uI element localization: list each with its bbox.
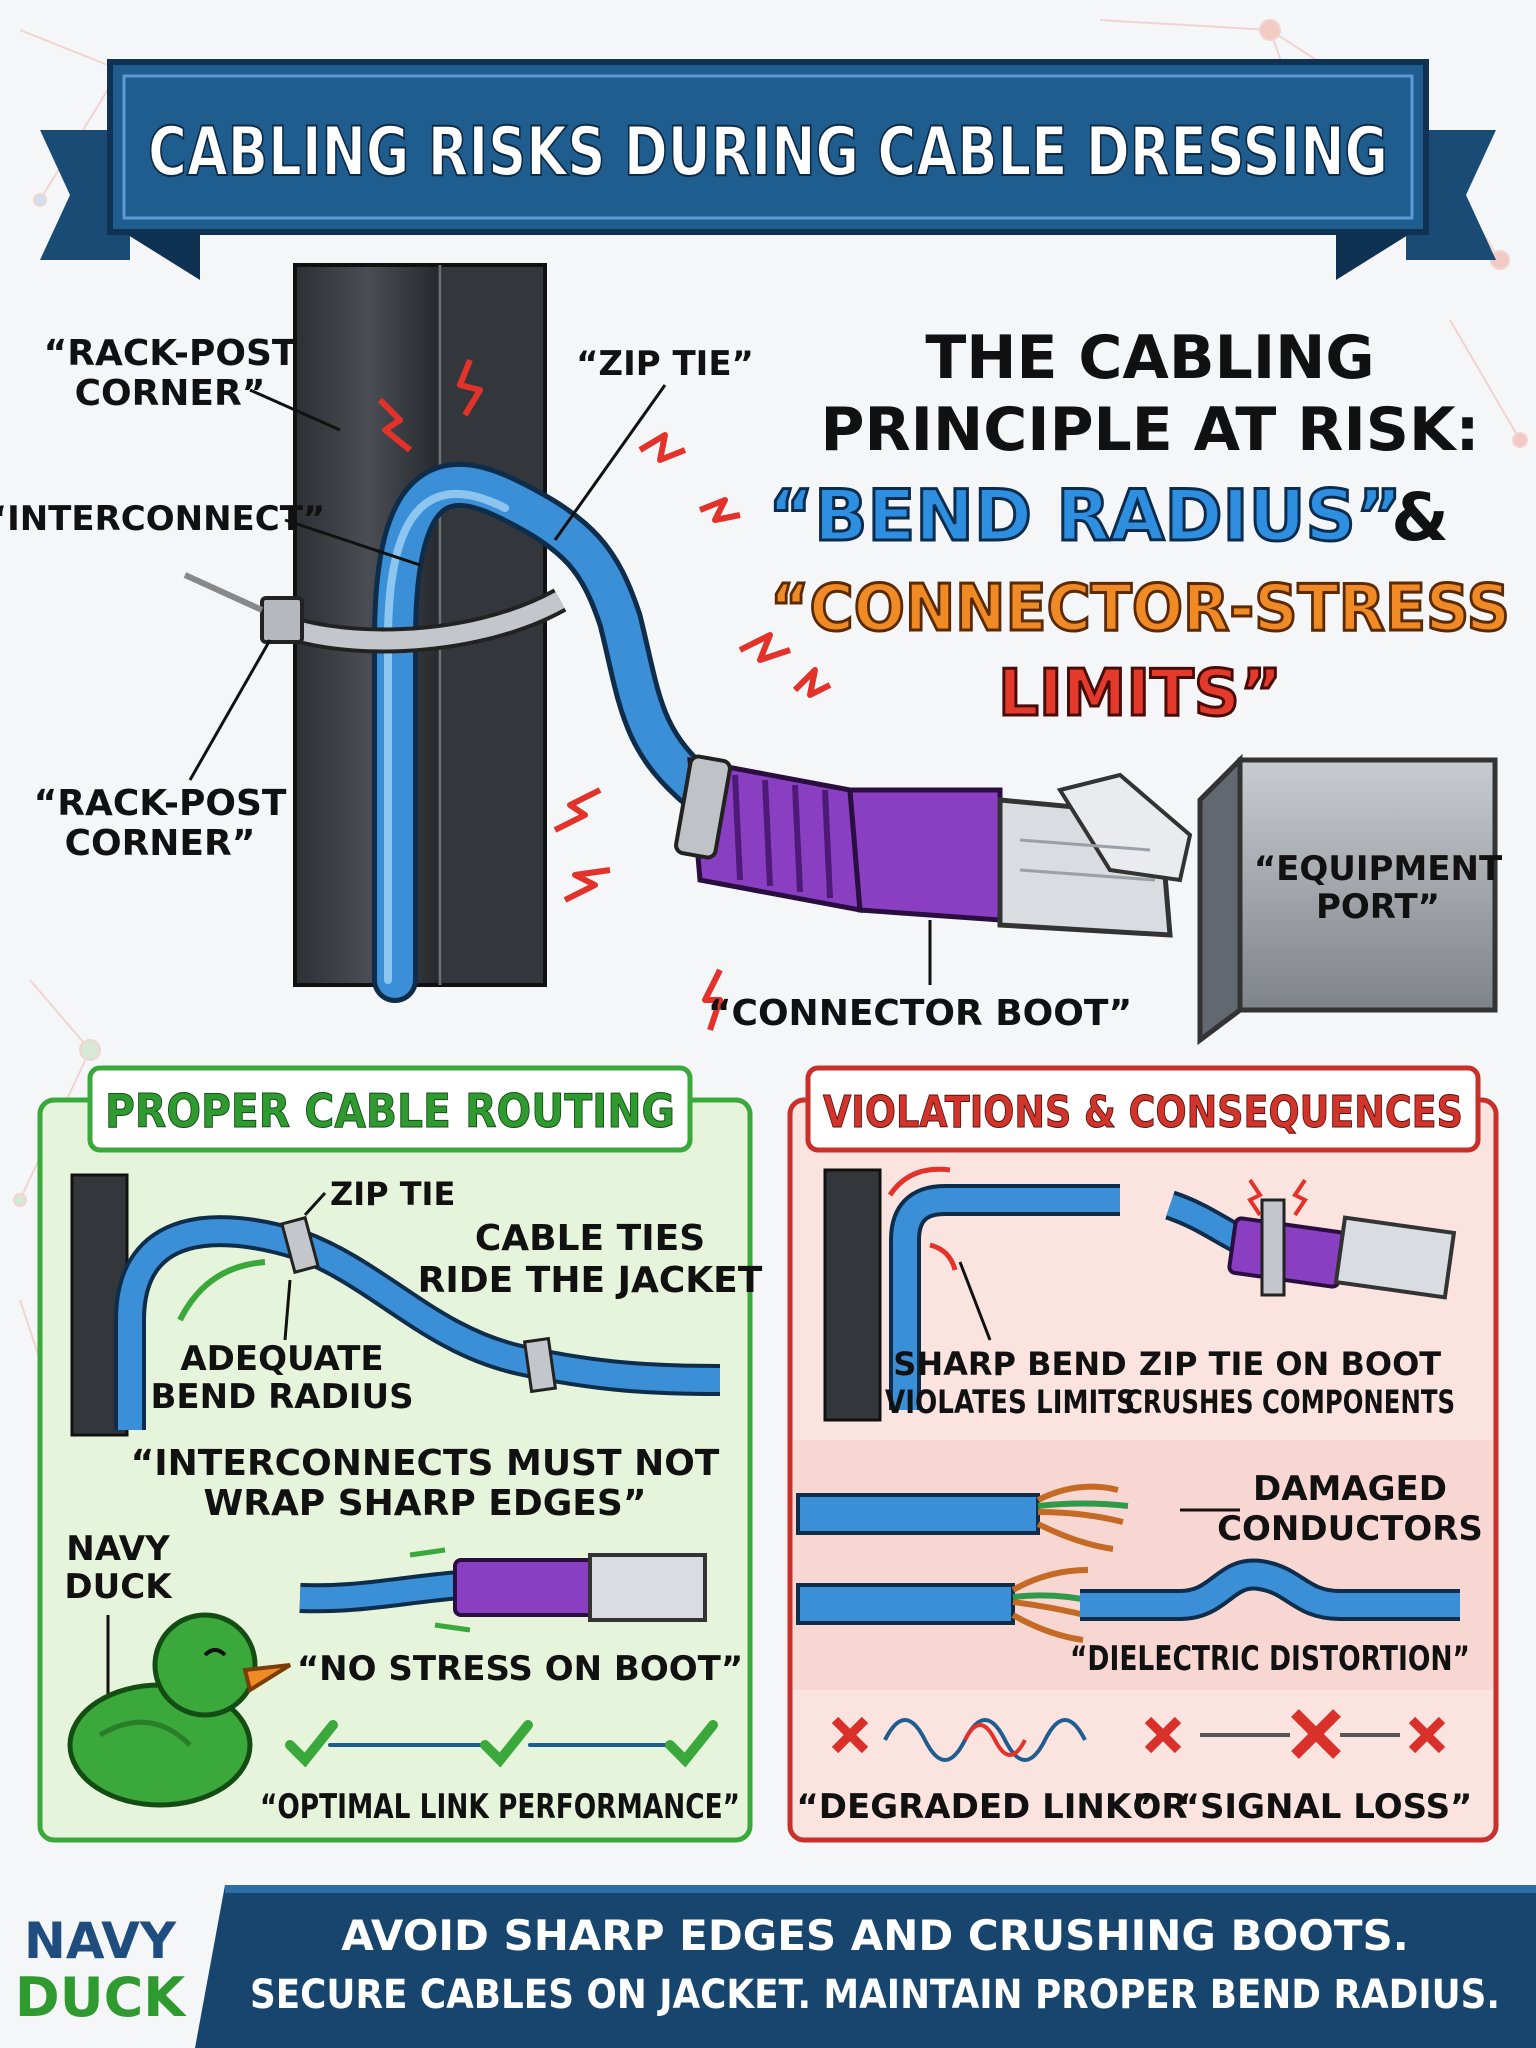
rack-post-corner-label-bottom-line1: “RACK-POST xyxy=(34,783,287,824)
signal-loss-indicators xyxy=(831,1709,1446,1762)
equipment-port-label-line2: PORT” xyxy=(1316,887,1440,927)
principle-bend-radius: “BEND RADIUS” xyxy=(768,475,1402,557)
cable-ties-label-line1: CABLE TIES xyxy=(475,1218,705,1259)
optimal-performance-label: “OPTIMAL LINK PERFORMANCE” xyxy=(260,1787,740,1827)
principle-connector-stress: “CONNECTOR-STRESS xyxy=(770,572,1510,646)
rack-post-corner-label-bottom-line2: CORNER” xyxy=(65,823,256,864)
equipment-port xyxy=(1197,753,1498,1045)
principle-line-1: THE CABLING xyxy=(925,323,1374,393)
cable-ties-label-line2: RIDE THE JACKET xyxy=(418,1260,763,1301)
zip-tie-on-boot-label-line1: ZIP TIE ON BOOT xyxy=(1139,1345,1441,1383)
zip-tie-on-boot-label-line2: CRUSHES COMPONENTS xyxy=(1125,1383,1455,1421)
interconnects-rule-line2: WRAP SHARP EDGES” xyxy=(204,1483,647,1524)
no-stress-connector-illustration xyxy=(299,1547,707,1633)
footer-message-line2: SECURE CABLES ON JACKET. MAINTAIN PROPER… xyxy=(250,1972,1500,2018)
principle-ampersand: & xyxy=(1391,479,1449,556)
equipment-port-label-line1: “EQUIPMENT xyxy=(1254,849,1503,889)
connector-boot-label: “CONNECTOR BOOT” xyxy=(708,993,1132,1034)
violations-panel-header: VIOLATIONS & CONSEQUENCES xyxy=(823,1087,1463,1138)
signal-loss-label: “SIGNAL LOSS” xyxy=(1178,1787,1473,1827)
navy-duck-label-line2: DUCK xyxy=(64,1567,173,1607)
or-label: OR xyxy=(1132,1787,1187,1827)
dielectric-distortion-label: “DIELECTRIC DISTORTION” xyxy=(1070,1639,1470,1679)
proper-routing-panel: PROPER CABLE ROUTING ZIP TIE CABLE TIES … xyxy=(37,1065,763,1843)
optimal-checkmarks xyxy=(285,1720,718,1768)
principle-line-2: PRINCIPLE AT RISK: xyxy=(821,395,1480,465)
no-stress-label: “NO STRESS ON BOOT” xyxy=(297,1649,743,1689)
sharp-bend-label-line2: VIOLATES LIMITS xyxy=(885,1383,1135,1421)
adequate-bend-label-line2: BEND RADIUS xyxy=(150,1377,413,1417)
proper-panel-header: PROPER CABLE ROUTING xyxy=(105,1084,675,1138)
footer-logo-navy: NAVY xyxy=(24,1912,177,1970)
degraded-link-label: “DEGRADED LINK” xyxy=(796,1787,1153,1827)
stress-marks xyxy=(377,358,832,1031)
top-diagram-labels: “RACK-POST CORNER” “INTERCONNECT” “ZIP T… xyxy=(0,333,1503,1034)
footer-message-line1: AVOID SHARP EDGES AND CRUSHING BOOTS. xyxy=(341,1911,1408,1960)
navy-duck-mascot xyxy=(67,1612,292,1808)
crushed-boot-illustration xyxy=(1164,1178,1457,1300)
principle-limits: LIMITS” xyxy=(998,657,1282,731)
main-interconnect-cable xyxy=(372,461,723,1003)
rack-post-corner-label-top-line1: “RACK-POST xyxy=(44,333,297,374)
proper-zip-tie-label: ZIP TIE xyxy=(330,1175,455,1213)
principle-heading: THE CABLING PRINCIPLE AT RISK: “BEND RAD… xyxy=(767,323,1512,733)
footer-bar: NAVY DUCK AVOID SHARP EDGES AND CRUSHING… xyxy=(0,1885,1536,2048)
interconnects-rule-line1: “INTERCONNECTS MUST NOT xyxy=(131,1443,720,1484)
violations-panel: VIOLATIONS & CONSEQUENCES SHARP BEND VIO… xyxy=(787,1065,1499,1843)
adequate-bend-label-line1: ADEQUATE xyxy=(180,1339,383,1379)
footer-logo-duck: DUCK xyxy=(15,1966,187,2029)
rack-post-corner-label-top-line2: CORNER” xyxy=(75,373,266,414)
damaged-conductor-illustration xyxy=(796,1483,1129,1643)
zip-tie-label: “ZIP TIE” xyxy=(576,344,754,384)
damaged-conductors-label-line1: DAMAGED xyxy=(1253,1469,1447,1509)
interconnect-label: “INTERCONNECT” xyxy=(0,499,325,539)
zip-tie-on-post xyxy=(183,572,567,654)
title-banner: CABLING RISKS DURING CABLE DRESSING xyxy=(40,59,1496,280)
page-title: CABLING RISKS DURING CABLE DRESSING xyxy=(148,113,1388,192)
navy-duck-label-line1: NAVY xyxy=(66,1529,170,1569)
damaged-conductors-label-line2: CONDUCTORS xyxy=(1217,1509,1483,1549)
connector-assembly xyxy=(674,754,1193,938)
sharp-bend-label-line1: SHARP BEND xyxy=(893,1345,1126,1383)
